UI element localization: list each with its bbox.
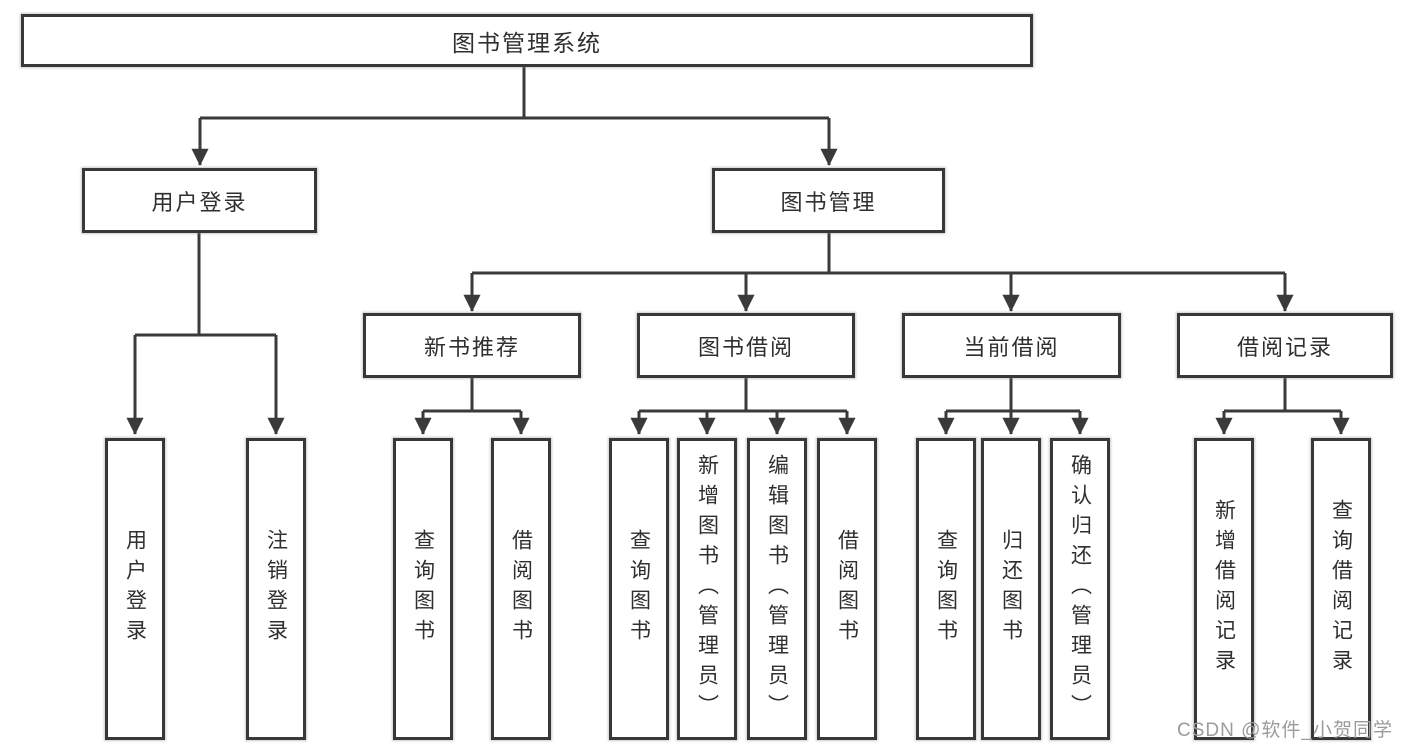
leaf-logout: 注销登录 (246, 438, 306, 740)
node-book-borrow: 图书借阅 (637, 313, 855, 378)
connector-book-mgmt (463, 233, 1294, 312)
leaf-borrow-add: 新增图书（管理员） (677, 438, 737, 740)
connector-borrow-records (1215, 378, 1350, 435)
leaf-borrow-borrow-label: 借阅图书 (835, 529, 859, 649)
leaf-borrow-query-label: 查询图书 (627, 529, 651, 649)
node-user-login: 用户登录 (82, 168, 317, 233)
connector-book-borrow (630, 378, 856, 435)
leaf-newbooks-query: 查询图书 (393, 438, 453, 740)
node-book-borrow-label: 图书借阅 (697, 334, 794, 360)
leaf-borrow-borrow: 借阅图书 (817, 438, 877, 740)
leaf-newbooks-query-label: 查询图书 (411, 529, 435, 649)
leaf-current-return-label: 归还图书 (999, 529, 1023, 649)
connector-new-books (414, 378, 530, 435)
leaf-current-confirm: 确认归还（管理员） (1050, 438, 1110, 740)
leaf-borrow-edit-label: 编辑图书（管理员） (765, 454, 789, 724)
leaf-logout-label: 注销登录 (264, 529, 288, 649)
leaf-current-confirm-label: 确认归还（管理员） (1068, 454, 1092, 724)
connector-user-login (126, 233, 285, 435)
leaf-newbooks-borrow: 借阅图书 (491, 438, 551, 740)
leaf-user-login-label: 用户登录 (123, 529, 147, 649)
leaf-records-query: 查询借阅记录 (1311, 438, 1371, 740)
leaf-borrow-edit: 编辑图书（管理员） (747, 438, 807, 740)
leaf-records-query-label: 查询借阅记录 (1329, 499, 1353, 679)
node-book-mgmt-label: 图书管理 (780, 189, 877, 215)
connector-current-borrow (937, 378, 1089, 435)
leaf-borrow-add-label: 新增图书（管理员） (695, 454, 719, 724)
leaf-current-query-label: 查询图书 (934, 529, 958, 649)
node-new-books-label: 新书推荐 (423, 334, 520, 360)
node-root-label: 图书管理系统 (452, 29, 602, 56)
connector-root (191, 66, 838, 166)
leaf-records-add-label: 新增借阅记录 (1212, 499, 1236, 679)
leaf-current-query: 查询图书 (916, 438, 976, 740)
leaf-current-return: 归还图书 (981, 438, 1041, 740)
node-current-borrow-label: 当前借阅 (963, 334, 1060, 360)
node-borrow-records: 借阅记录 (1177, 313, 1393, 378)
node-root: 图书管理系统 (21, 14, 1033, 67)
leaf-borrow-query: 查询图书 (609, 438, 669, 740)
node-book-mgmt: 图书管理 (712, 168, 945, 233)
node-current-borrow: 当前借阅 (902, 313, 1121, 378)
leaf-records-add: 新增借阅记录 (1194, 438, 1254, 740)
node-user-login-label: 用户登录 (151, 189, 248, 215)
node-borrow-records-label: 借阅记录 (1236, 334, 1333, 360)
leaf-newbooks-borrow-label: 借阅图书 (509, 529, 533, 649)
leaf-user-login: 用户登录 (105, 438, 165, 740)
watermark: CSDN @软件_小贺同学 (1177, 720, 1393, 741)
node-new-books: 新书推荐 (363, 313, 581, 378)
